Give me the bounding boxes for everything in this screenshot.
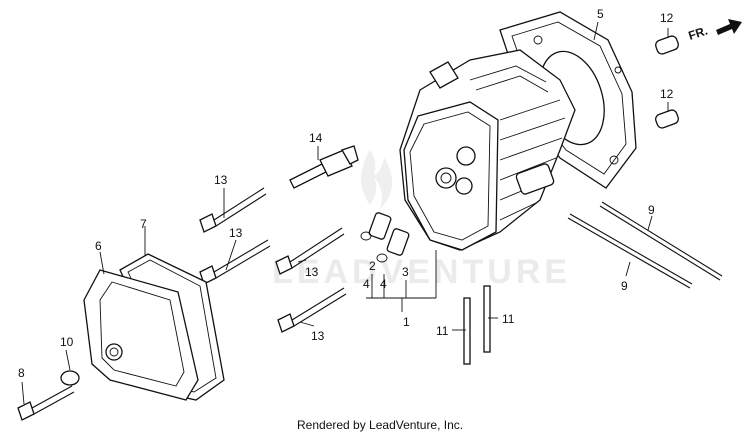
- callout-2: 2: [369, 259, 376, 273]
- cover-bolt: [17, 370, 80, 421]
- head-cover: [83, 269, 199, 401]
- short-studs: [463, 285, 491, 365]
- callout-12b: 12: [660, 87, 674, 101]
- valve-guides: [360, 212, 410, 263]
- front-label: FR.: [687, 24, 710, 43]
- footer-credit: Rendered by LeadVenture, Inc.: [297, 418, 463, 432]
- callouts: 1 2 3 4 4 5 6 7 8 9 9 10 11 11 12 12 13 …: [18, 7, 674, 380]
- front-direction-indicator: FR.: [687, 19, 742, 43]
- spark-plug: [289, 145, 359, 189]
- callout-8: 8: [18, 366, 25, 380]
- callout-1: 1: [403, 315, 410, 329]
- callout-5: 5: [597, 7, 604, 21]
- front-arrow-icon: [716, 19, 742, 35]
- callout-11b: 11: [502, 312, 515, 326]
- callout-13c: 13: [305, 265, 319, 279]
- callout-3: 3: [402, 265, 409, 279]
- callout-9a: 9: [648, 203, 655, 217]
- long-studs: [567, 201, 723, 289]
- watermark: LEADVENTURE: [272, 150, 571, 291]
- callout-12a: 12: [660, 11, 674, 25]
- callout-6: 6: [95, 239, 102, 253]
- callout-13d: 13: [311, 329, 325, 343]
- head-bolts: [199, 187, 347, 333]
- callout-14: 14: [309, 131, 323, 145]
- callout-13b: 13: [229, 226, 243, 240]
- callout-11a: 11: [436, 324, 449, 338]
- watermark-text: LEADVENTURE: [272, 253, 571, 291]
- callout-4a: 4: [363, 277, 370, 291]
- callout-9b: 9: [621, 279, 628, 293]
- callout-10: 10: [60, 335, 74, 349]
- dowel-pins: [655, 35, 679, 129]
- cylinder-head: [399, 49, 576, 251]
- callout-7: 7: [140, 217, 147, 231]
- callout-13a: 13: [214, 173, 228, 187]
- leader-lines: [21, 21, 669, 405]
- callout-4b: 4: [380, 277, 387, 291]
